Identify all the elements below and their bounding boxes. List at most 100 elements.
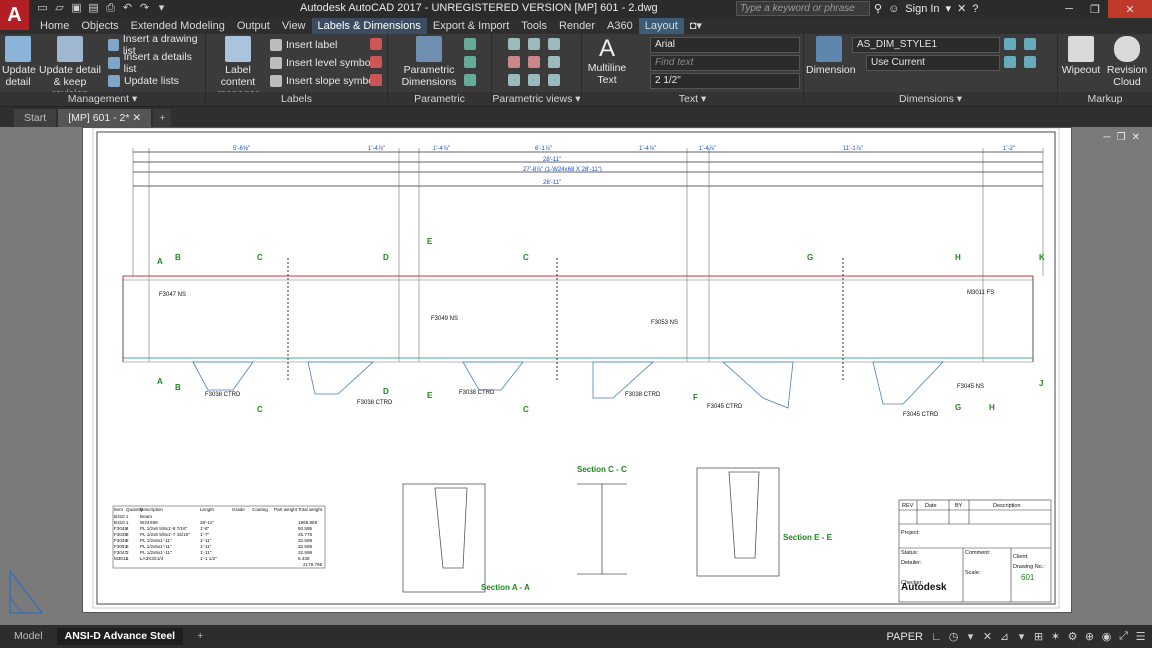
exchange-icon[interactable]: ✕ [957,2,966,15]
search-input[interactable]: Type a keyword or phrase [736,1,870,16]
tab-view[interactable]: View [276,18,312,34]
view-icon[interactable] [548,38,560,50]
tab-export-import[interactable]: Export & Import [427,18,515,34]
dim-tool-icon[interactable] [464,74,476,86]
view-icon[interactable] [508,38,520,50]
undo-icon[interactable]: ↶ [121,2,134,15]
dim-tool-icon[interactable] [1004,56,1016,68]
tab-home[interactable]: Home [34,18,75,34]
workspace-icon[interactable]: ⚙ [1065,630,1080,643]
tab-output[interactable]: Output [231,18,276,34]
isodraft-icon[interactable]: ▾ [963,630,978,643]
wipeout-button[interactable]: Wipeout [1060,36,1102,76]
units-icon[interactable]: ⊕ [1082,630,1097,643]
label-tool-icon[interactable] [370,74,382,86]
fullscreen-icon[interactable]: ⤢ [1116,630,1131,643]
polar-icon[interactable]: ◷ [946,630,961,643]
bom-cell: 6.438 [298,556,310,561]
dimension-style-select[interactable]: AS_DIM_STYLE1 [852,37,1000,53]
insert-label-button[interactable]: Insert label [270,36,337,53]
dim-tool-icon[interactable] [1024,38,1036,50]
grid-marker: D [383,387,389,396]
annoscale-icon[interactable]: ✶ [1048,630,1063,643]
panel-title[interactable]: Text ▾ [582,92,803,106]
view-icon[interactable] [508,74,520,86]
signin-link[interactable]: Sign In [905,3,939,15]
dim-tool-icon[interactable] [464,38,476,50]
tab-a360[interactable]: A360 [601,18,639,34]
dropdown-icon[interactable]: ▾ [1014,630,1029,643]
view-icon[interactable] [548,74,560,86]
revision-cloud-button[interactable]: Revision Cloud [1104,36,1150,88]
parametric-dimensions-button[interactable]: Parametric Dimensions [394,36,464,88]
doc-tab-start[interactable]: Start [14,109,56,127]
isolate-icon[interactable]: ◉ [1099,630,1114,643]
doc-tab-drawing[interactable]: [MP] 601 - 2* ✕ [58,109,151,127]
restore-icon[interactable]: ❐ [1117,132,1126,143]
panel-markup: Wipeout Revision Cloud Markup [1058,34,1152,107]
label-tool-icon[interactable] [370,38,382,50]
binoculars-icon[interactable]: ⚲ [874,2,882,15]
window-title: Autodesk AutoCAD 2017 - UNREGISTERED VER… [300,2,658,14]
dim-tool-icon[interactable] [1004,38,1016,50]
quickprops-icon[interactable]: ⊞ [1031,630,1046,643]
close-icon[interactable]: ✕ [132,112,141,124]
drawing-canvas[interactable]: ─ ❐ ✕ 5'-6⅝"1'-4⅞"1'-4⅞"6'-1⅞"1'-4⅞"1'-4… [0,127,1152,625]
user-icon[interactable]: ☺ [888,3,899,15]
osnap-icon[interactable]: ✕ [980,630,995,643]
view-icon[interactable] [528,56,540,68]
view-icon[interactable] [508,56,520,68]
dim-tool-icon[interactable] [1024,56,1036,68]
dim-tool-icon[interactable] [464,56,476,68]
tab-objects[interactable]: Objects [75,18,124,34]
ribbon-options-icon[interactable]: ◘▾ [684,18,708,34]
dimension-layer-select[interactable]: Use Current [866,55,1000,71]
new-icon[interactable]: ▭ [36,2,49,15]
update-detail-button[interactable]: Update detail [2,36,34,88]
annotation-icon[interactable]: ⊿ [997,630,1012,643]
insert-details-list-button[interactable]: Insert a details list [108,54,205,71]
find-text-input[interactable]: Find text [650,55,800,71]
paper-space-toggle[interactable]: PAPER [883,631,927,643]
insert-level-symbol-button[interactable]: Insert level symbol [270,54,373,71]
minimize-icon[interactable]: ─ [1104,132,1111,143]
view-icon[interactable] [548,56,560,68]
layout-tab-ansi-d[interactable]: ANSI-D Advance Steel [57,628,183,645]
minimize-icon[interactable]: ─ [1056,0,1082,18]
update-lists-button[interactable]: Update lists [108,72,179,89]
application-menu-button[interactable]: A [0,0,30,30]
insert-slope-symbol-button[interactable]: Insert slope symbol [270,72,376,89]
panel-title[interactable]: Management ▾ [0,92,205,106]
save-icon[interactable]: ▣ [70,2,83,15]
plot-icon[interactable]: ⎙ [104,2,117,15]
open-icon[interactable]: ▱ [53,2,66,15]
ortho-icon[interactable]: ∟ [929,631,944,643]
close-icon[interactable]: ✕ [1132,132,1140,143]
tab-labels-dimensions[interactable]: Labels & Dimensions [312,18,427,34]
tab-layout[interactable]: Layout [639,18,684,34]
saveas-icon[interactable]: ▤ [87,2,100,15]
view-icon[interactable] [528,38,540,50]
customize-icon[interactable]: ▾ [155,2,168,15]
chevron-down-icon[interactable]: ▾ [946,2,952,15]
text-height-select[interactable]: 2 1/2" [650,73,800,89]
tab-render[interactable]: Render [553,18,601,34]
multiline-text-button[interactable]: A Multiline Text [586,36,628,86]
label-content-manager-button[interactable]: Label content manager [208,36,268,100]
label-tool-icon[interactable] [370,56,382,68]
dimension-button[interactable]: Dimension [806,36,852,76]
panel-title[interactable]: Dimensions ▾ [804,92,1057,106]
font-select[interactable]: Arial [650,37,800,53]
new-tab-button[interactable]: + [153,109,171,127]
update-keep-revision-button[interactable]: Update detail & keep revision [36,36,104,100]
panel-title[interactable]: Parametric views ▾ [492,92,581,106]
close-icon[interactable]: ✕ [1108,0,1152,18]
redo-icon[interactable]: ↷ [138,2,151,15]
view-icon[interactable] [528,74,540,86]
customize-icon[interactable]: ☰ [1133,630,1148,643]
help-icon[interactable]: ? [972,3,978,15]
restore-icon[interactable]: ❐ [1082,0,1108,18]
tab-tools[interactable]: Tools [515,18,553,34]
new-layout-button[interactable]: + [189,628,211,645]
layout-tab-model[interactable]: Model [6,628,51,645]
